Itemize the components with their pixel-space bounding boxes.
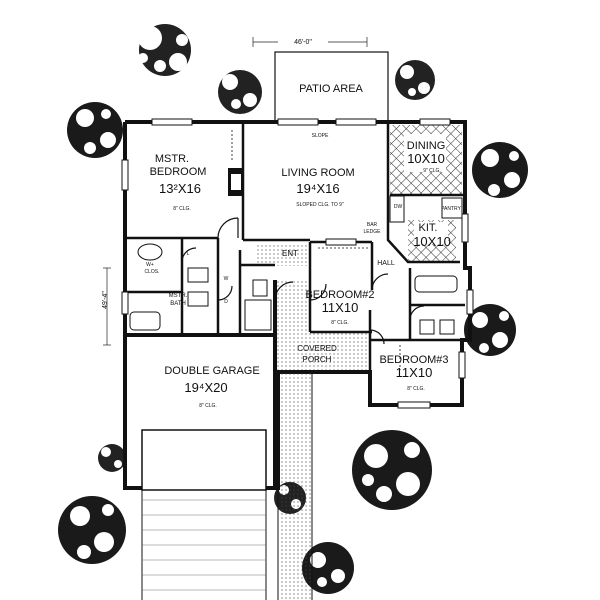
tree-left-lower [98, 444, 126, 472]
bedroom2-size: 11X10 [322, 300, 359, 315]
tree-bottom-right [352, 430, 432, 510]
master-bedroom-label-group: MSTR. BEDROOM 13²X16 8" CLG. [150, 153, 207, 212]
master-bath-label-group: W+ CLOS. L W D MSTR. BATH [144, 251, 228, 307]
tree-right-upper [472, 142, 528, 198]
windows [121, 118, 474, 409]
bedroom2-ceiling: 8" CLG. [331, 320, 349, 326]
front-walk [277, 372, 313, 600]
patio-label: PATIO AREA [299, 83, 363, 95]
master-bath-name-1: MSTR. [169, 293, 188, 299]
tree-bottom-center [302, 542, 354, 594]
fireplace [228, 168, 244, 196]
tree-right-lower [464, 304, 516, 356]
master-bedroom-ceiling: 8" CLG. [173, 206, 191, 212]
landscape-trees [58, 24, 528, 594]
porch-floor [256, 244, 369, 370]
kitchen-name: KIT. [419, 222, 438, 234]
tree-left-mid [67, 102, 123, 158]
bedroom2-label-group: BEDROOM#2 11X10 8" CLG. [305, 289, 374, 326]
kitchen-label-group: DW PANTRY KIT. 10X10 [394, 204, 462, 249]
garage-size: 19⁴X20 [184, 380, 227, 395]
bar-label: BAR [367, 222, 378, 228]
master-bedroom-name-1: MSTR. [155, 153, 189, 165]
driveway [141, 429, 267, 600]
garage-label-group: DOUBLE GARAGE 19⁴X20 8" CLG. [164, 365, 259, 409]
pantry-label: PANTRY [441, 206, 461, 212]
fixtures [129, 195, 463, 335]
entry-label-group: ENT [282, 249, 298, 258]
width-dimension-label: 46'-0" [294, 39, 312, 46]
bedroom3-label-group: BEDROOM#3 11X10 8" CLG. [379, 354, 448, 392]
bar-ledge-label-group: BAR LEDGE [364, 222, 382, 235]
living-room-size: 19⁴X16 [296, 181, 339, 196]
interior-walls [125, 122, 465, 372]
ledge-label: LEDGE [364, 229, 382, 235]
kitchen-floor [408, 220, 456, 262]
bedroom3-name: BEDROOM#3 [379, 354, 448, 366]
tree-bottom-left [58, 496, 126, 564]
tree-top-left [138, 24, 191, 76]
living-room-ceiling: SLOPED CLG. TO 9" [296, 202, 344, 208]
bedroom2-name: BEDROOM#2 [305, 289, 374, 301]
tree-left-upper [218, 70, 262, 114]
dw-label: DW [394, 204, 403, 210]
living-room-label-group: SLOPE LIVING ROOM 19⁴X16 SLOPED CLG. TO … [281, 133, 354, 208]
dining-name: DINING [407, 140, 446, 152]
bedroom3-ceiling: 8" CLG. [407, 386, 425, 392]
hall-label: HALL [377, 260, 395, 267]
garage-name: DOUBLE GARAGE [164, 365, 259, 377]
dining-size: 10X10 [407, 151, 445, 166]
dryer-label: D [224, 299, 228, 305]
depth-dimension-label: 49'-4" [102, 291, 109, 309]
entry-label: ENT [282, 249, 298, 258]
porch-label-group: COVERED PORCH [297, 344, 337, 364]
porch-name-1: COVERED [297, 344, 337, 353]
garage-ceiling: 8" CLG. [199, 403, 217, 409]
master-bath-name-2: BATH [170, 301, 186, 307]
patio-area: PATIO AREA [274, 51, 389, 123]
closet-shelves [231, 130, 401, 370]
door-swings [181, 217, 425, 345]
master-bedroom-size: 13²X16 [159, 181, 201, 196]
bedroom3-size: 11X10 [396, 365, 433, 380]
dining-floor [390, 125, 462, 195]
linen-label: L [187, 251, 190, 257]
wh-label: W [224, 276, 229, 282]
porch-name-2: PORCH [303, 355, 332, 364]
depth-dimension: 49'-4" [102, 267, 111, 346]
kitchen-size: 10X10 [413, 234, 451, 249]
width-dimension: 46'-0" [252, 35, 368, 47]
wic-label-2: CLOS. [144, 269, 159, 275]
tree-top-right [395, 60, 435, 100]
living-room-name: LIVING ROOM [281, 167, 354, 179]
wic-label-1: W+ [146, 262, 154, 268]
master-bedroom-name-2: BEDROOM [150, 166, 207, 178]
slope-label: SLOPE [312, 133, 329, 139]
hall-label-group: HALL [377, 260, 395, 267]
dining-ceiling: 9" CLG. [423, 168, 441, 174]
dining-label-group: DINING 10X10 9" CLG. [407, 140, 446, 174]
